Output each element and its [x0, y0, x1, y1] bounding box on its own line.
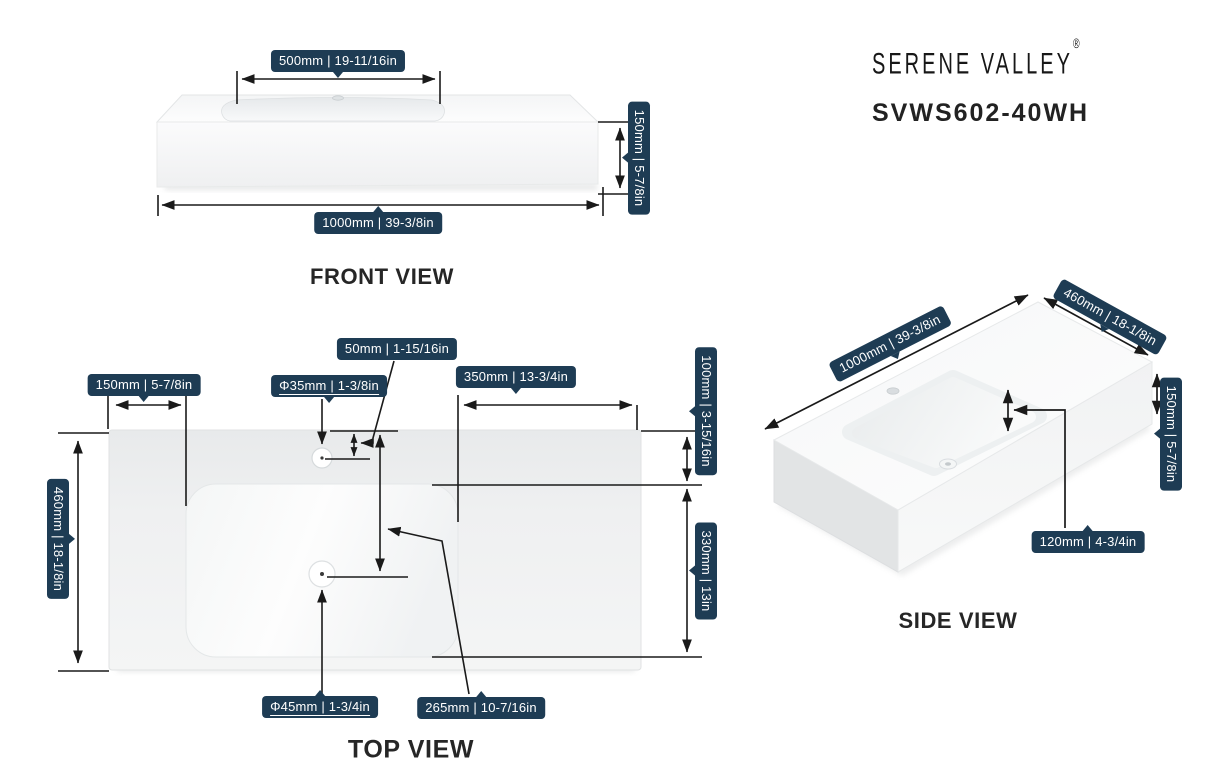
front-view-title: FRONT VIEW — [309, 264, 455, 289]
front-view-faucet-hole — [332, 95, 344, 101]
dim-label-side-height: 150mm | 5-7/8in — [1160, 377, 1182, 491]
dim-text: 120mm | 4-3/4in — [1039, 534, 1137, 549]
drain-center-dot — [320, 572, 324, 576]
depth-arrow — [1043, 297, 1149, 356]
top-view-title: TOP VIEW — [347, 735, 475, 764]
dim-text: 100mm | 3-15/16in — [699, 355, 714, 467]
side-view-faucet-hole — [886, 387, 900, 395]
dim-label-top-left-offset: 150mm | 5-7/8in — [87, 374, 201, 402]
dim-label-front-height: 150mm | 5-7/8in — [628, 101, 650, 215]
front-view-front-face — [156, 121, 599, 188]
dim-label-top-total-depth: 460mm | 18-1/8in — [47, 478, 69, 600]
dim-text: 150mm | 5-7/8in — [632, 109, 647, 207]
faucet-center-dot — [320, 456, 324, 460]
front-view-basin-recess — [221, 97, 445, 122]
dim-label-top-back-inset: 100mm | 3-15/16in — [695, 347, 717, 475]
dim-label-top-drain-offset: 265mm | 10-7/16in — [417, 691, 545, 719]
model-number: SVWS602-40WH — [872, 99, 1090, 127]
top-view-drawing — [108, 429, 642, 672]
dim-label-top-basin-length: 330mm | 13in — [695, 522, 717, 620]
dim-text: 1000mm | 39-3/8in — [322, 215, 434, 230]
dim-text: 150mm | 5-7/8in — [1164, 385, 1179, 483]
dim-label-front-total-width: 1000mm | 39-3/8in — [314, 206, 442, 234]
dim-text: 265mm | 10-7/16in — [425, 700, 537, 715]
dim-text: Φ35mm | 1-3/8in — [279, 378, 379, 395]
dim-label-top-drain-diameter: Φ45mm | 1-3/4in — [262, 690, 378, 718]
basin-depth-leader — [1013, 404, 1066, 528]
dim-text: Φ45mm | 1-3/4in — [270, 699, 370, 716]
dim-label-side-basin-depth: 120mm | 4-3/4in — [1031, 525, 1145, 553]
length-arrow — [764, 294, 1029, 430]
front-view-drawing — [155, 94, 600, 190]
dim-text: 500mm | 19-11/16in — [278, 53, 398, 68]
side-view-drain-center — [945, 462, 951, 466]
dim-text: 150mm | 5-7/8in — [95, 377, 193, 392]
side-view-dimensions — [764, 294, 1163, 528]
dim-text: 50mm | 1-15/16in — [344, 341, 450, 356]
dim-text: 350mm | 13-3/4in — [463, 369, 569, 384]
brand-logo: SERENE VALLEY® — [872, 37, 1080, 81]
registered-mark: ® — [1072, 36, 1080, 52]
dim-label-front-basin-width: 500mm | 19-11/16in — [270, 50, 406, 78]
top-view-dimensions — [58, 360, 702, 695]
dim-text: 460mm | 18-1/8in — [51, 486, 66, 592]
dim-label-top-faucet-offset: 50mm | 1-15/16in — [336, 338, 458, 360]
dim-text: 330mm | 13in — [699, 530, 714, 612]
brand-name: SERENE VALLEY® — [872, 37, 1080, 83]
drain-offset-leader — [387, 526, 470, 695]
side-view-title: SIDE VIEW — [898, 608, 1018, 633]
dim-label-top-faucet-diameter: Φ35mm | 1-3/8in — [271, 375, 387, 403]
dim-label-top-right-span: 350mm | 13-3/4in — [455, 366, 577, 394]
faucet-offset-leader — [360, 360, 395, 448]
brand-name-text: SERENE VALLEY — [872, 48, 1073, 81]
